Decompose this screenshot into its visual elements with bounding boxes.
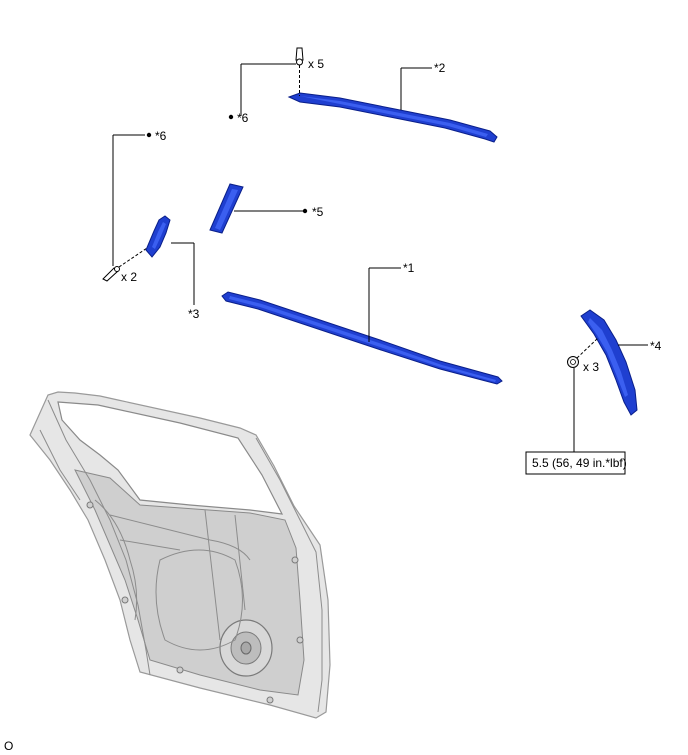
qty-clips-top: x 5 — [308, 57, 324, 71]
part-3-garnish — [145, 215, 171, 258]
label-part-5: *5 — [312, 205, 324, 219]
figure-code: O — [4, 739, 13, 753]
part-4-pillar-garnish — [580, 309, 638, 416]
qty-clips-left: x 2 — [121, 270, 137, 284]
torque-box — [525, 451, 626, 475]
clip-left-icon — [102, 266, 120, 282]
label-part-2: *2 — [434, 61, 446, 75]
label-part-4: *4 — [650, 339, 662, 353]
label-part-1: *1 — [403, 261, 415, 275]
label-part-3: *3 — [188, 307, 200, 321]
nut-icon — [567, 356, 579, 368]
label-part-6-left: *6 — [155, 129, 167, 143]
part-2-weatherstrip — [287, 92, 498, 143]
part-1-belt-moulding — [221, 291, 503, 385]
label-part-6-top: *6 — [237, 111, 249, 125]
rear-door-panel — [29, 391, 331, 719]
torque-value: 5.5 (56, 49 in.*lbf) — [532, 456, 627, 470]
qty-nuts-right: x 3 — [583, 360, 599, 374]
part-5-garnish — [209, 183, 244, 234]
clip-icon — [295, 47, 304, 66]
